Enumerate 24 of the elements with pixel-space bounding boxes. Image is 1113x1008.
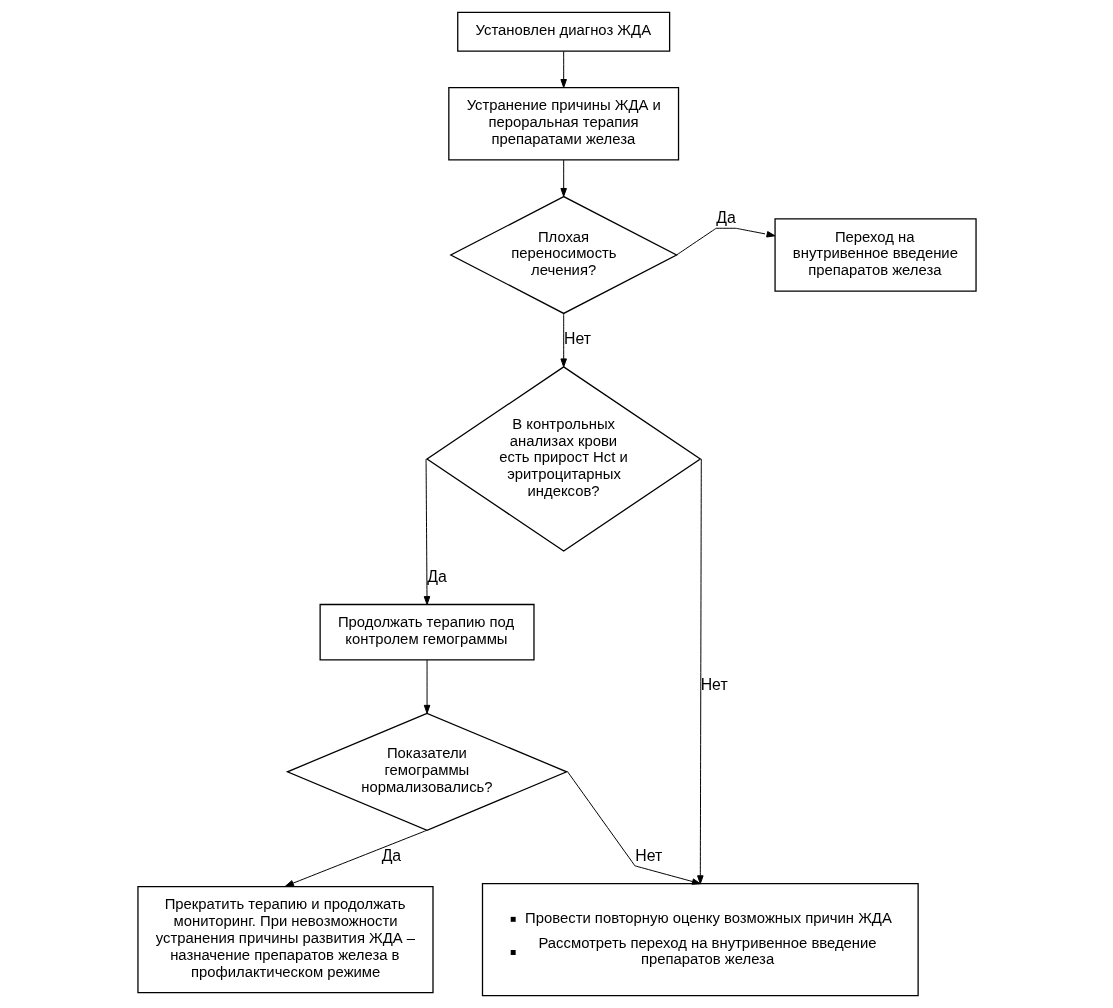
arrow [559, 50, 567, 88]
arrow [423, 659, 430, 714]
node-box: Провести повторную оценку возможных причин ЖДА Рассмотреть переход на внутривенное введение препаратов железа [481, 883, 919, 997]
node-diamond: В контрольных анализах крови есть прирост Hct и эритроцитарных индексов? [425, 366, 701, 552]
node-box: Устранение причины ЖДА и пероральная терапия препаратами железа [447, 87, 679, 161]
node-box: Переход на внутривенное введение препаратов железа [773, 218, 977, 292]
edge-label: Нет [634, 846, 662, 864]
arrow [566, 771, 701, 885]
node-box: Установлен диагноз ЖДА [456, 11, 670, 52]
arrow [423, 458, 430, 605]
edge-label: Да [381, 846, 401, 864]
edge-label: Да [715, 209, 736, 227]
arrow [284, 829, 428, 887]
node-box: Прекратить терапию и продолжать мониторинг. При невозможности устранения причины развития ЖДА – назначение препаратов железа в профилактическом режиме [136, 886, 434, 994]
node-box: Продолжать терапию под контролем гемограммы [319, 603, 535, 661]
arrow [559, 312, 567, 368]
arrow [559, 159, 567, 197]
edge-label: Да [426, 567, 447, 585]
node-diamond: Показатели гемограммы нормализовались? [285, 712, 568, 831]
arrow [696, 458, 704, 885]
node-diamond: Плохая переносимость лечения? [448, 195, 678, 315]
edge-label: Нет [563, 329, 591, 347]
arrow [675, 227, 775, 256]
edge-label: Нет [700, 676, 728, 694]
